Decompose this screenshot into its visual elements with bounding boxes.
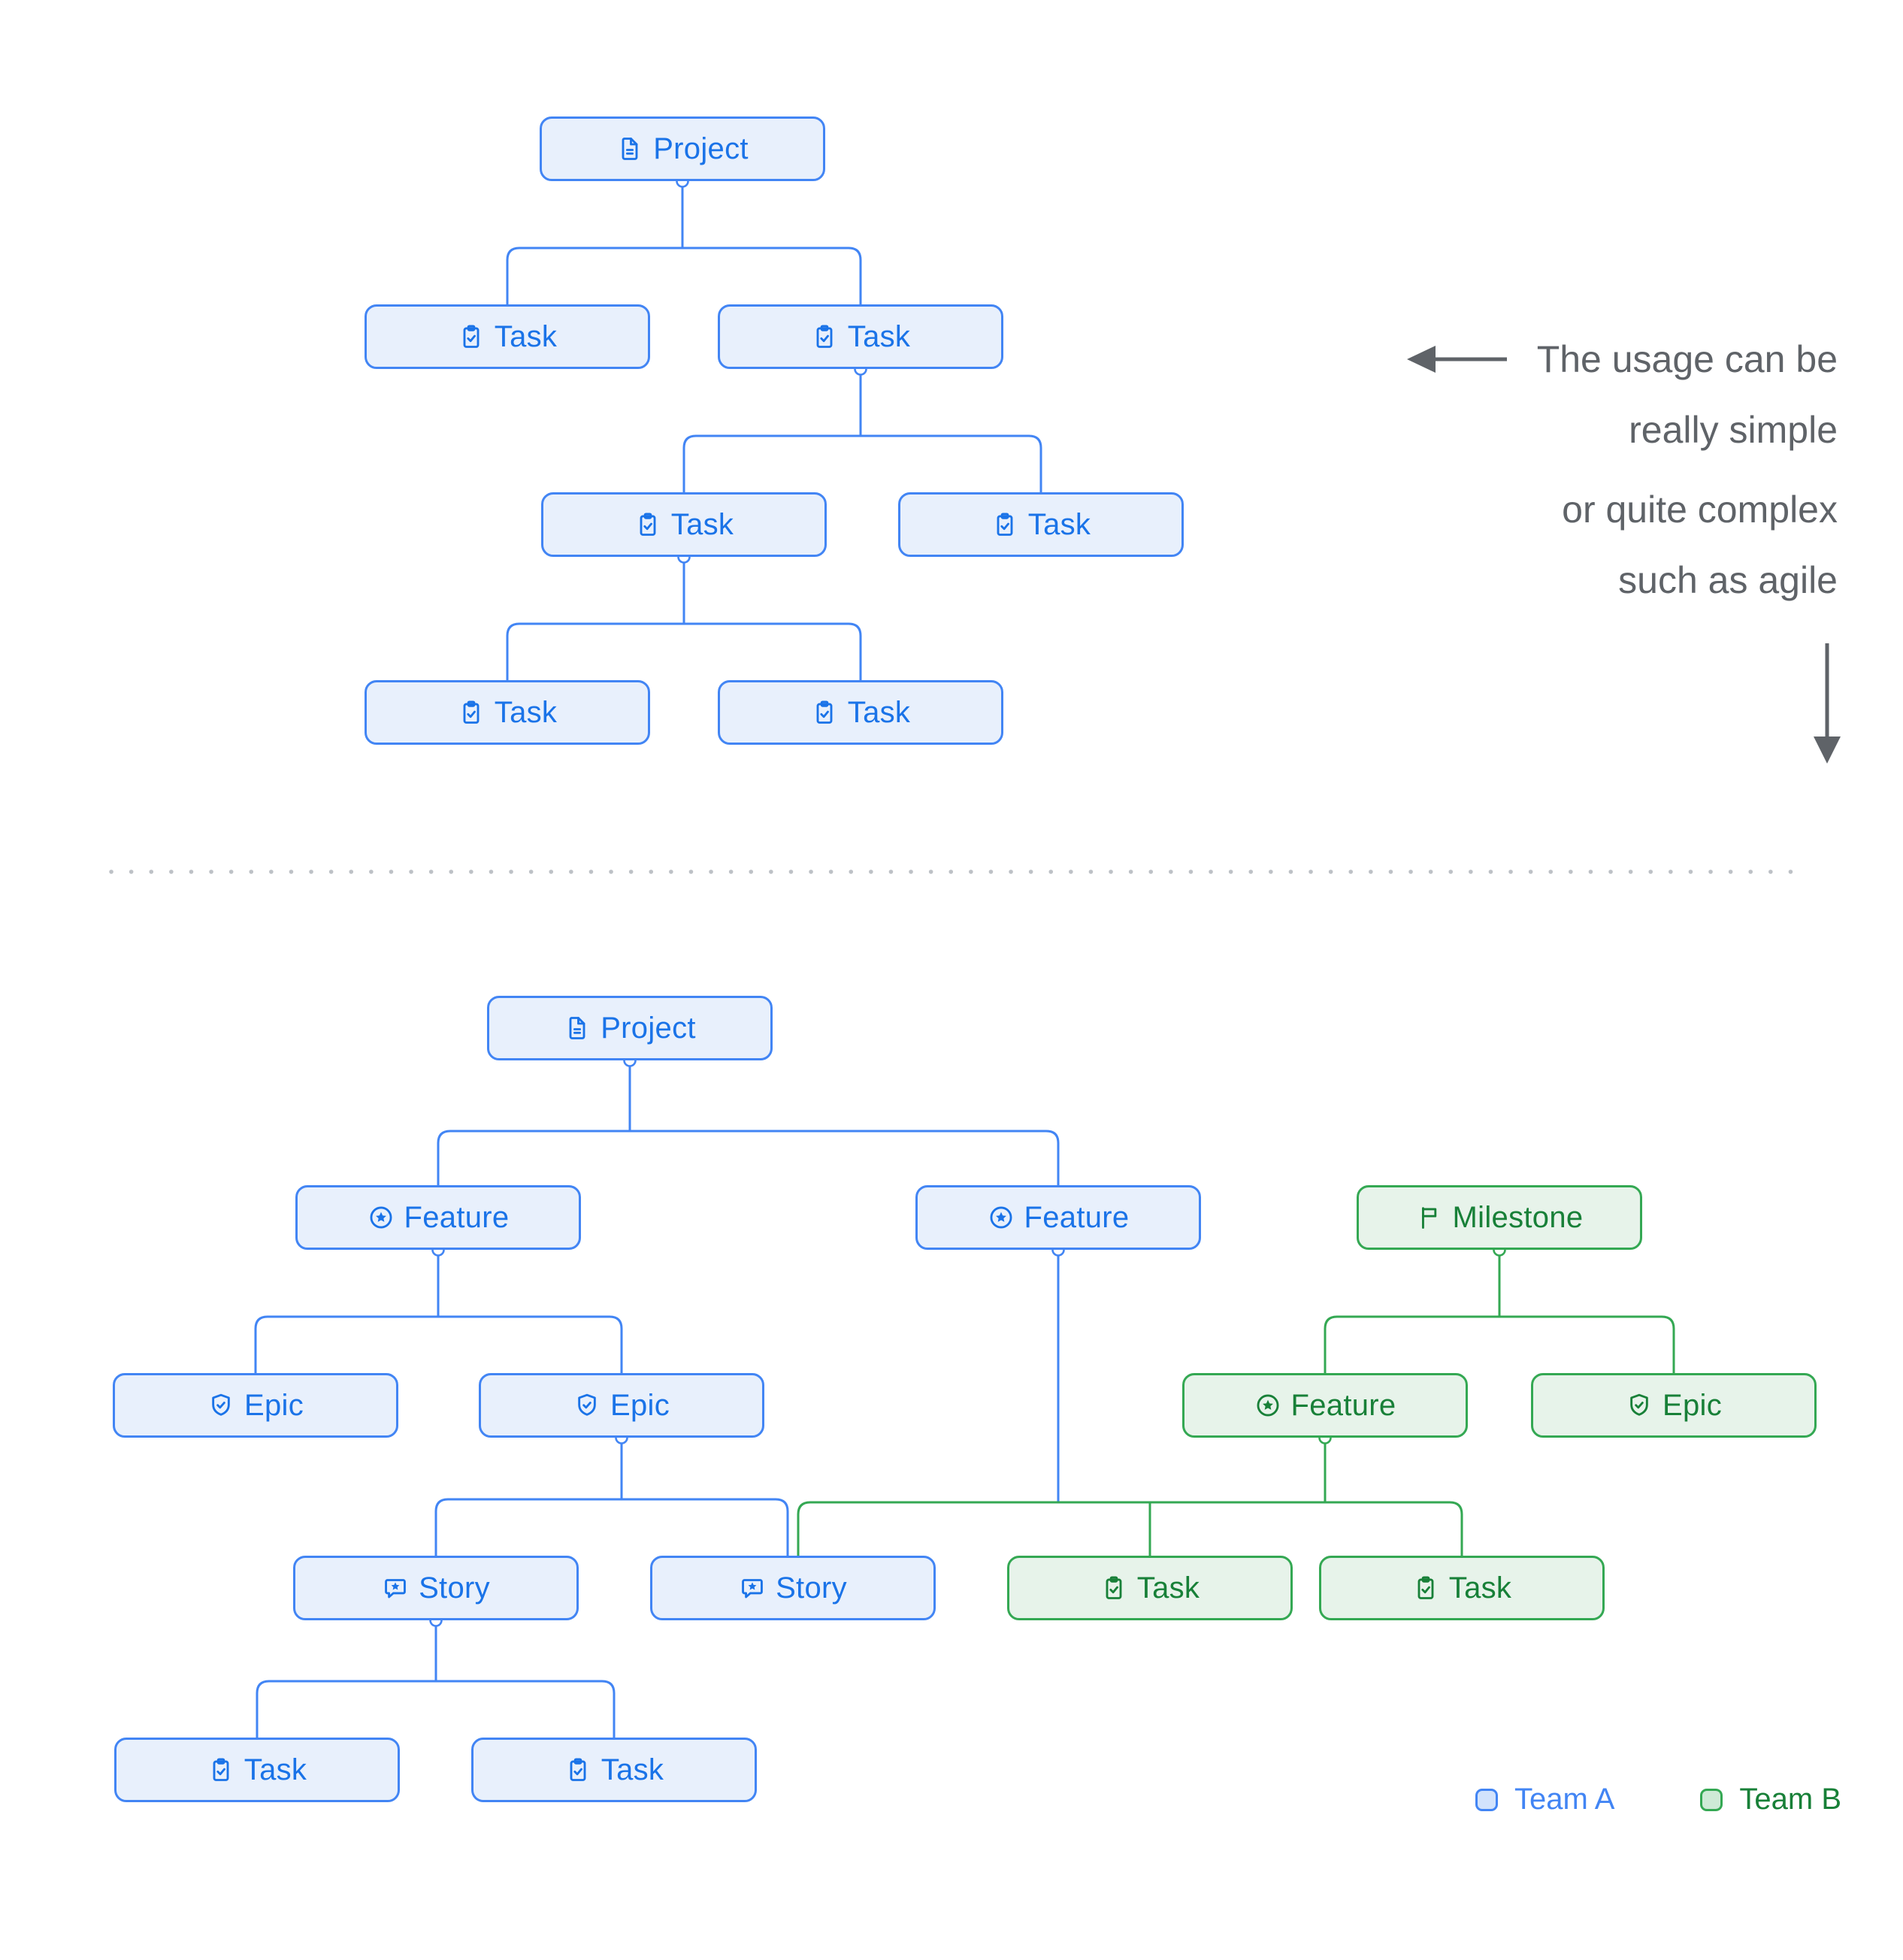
- epic-icon: [578, 1393, 596, 1416]
- node-label: Task: [670, 507, 734, 541]
- task-icon: [570, 1758, 586, 1781]
- annotation-simple: The usage can be really simple: [1537, 324, 1838, 465]
- node-task[interactable]: Task: [365, 680, 650, 745]
- task-icon: [1417, 1576, 1434, 1599]
- task-icon: [816, 700, 833, 724]
- story-icon: [742, 1579, 763, 1599]
- team-a-swatch: [1475, 1788, 1498, 1811]
- node-label: Task: [847, 695, 911, 729]
- document-icon: [622, 138, 638, 160]
- node-label: Feature: [1024, 1200, 1130, 1234]
- document-icon: [569, 1017, 585, 1039]
- node-label: Feature: [1290, 1388, 1396, 1422]
- node-task[interactable]: Task: [541, 492, 827, 557]
- node-label: Milestone: [1452, 1200, 1584, 1234]
- down-arrow-icon: [1814, 643, 1841, 764]
- epic-icon: [1630, 1393, 1648, 1416]
- team-b-label: Team B: [1739, 1783, 1842, 1816]
- node-task[interactable]: Task: [471, 1738, 757, 1802]
- node-label: Story: [419, 1571, 490, 1605]
- simple-tree-connectors: [506, 181, 1042, 680]
- milestone-icon: [1421, 1207, 1436, 1229]
- node-task[interactable]: Task: [718, 680, 1003, 745]
- legend: Team A Team B: [1475, 1783, 1841, 1816]
- node-label: Task: [1136, 1571, 1200, 1605]
- node-story[interactable]: Story: [650, 1556, 936, 1620]
- node-label: Project: [601, 1011, 696, 1045]
- node-task[interactable]: Task: [365, 304, 650, 369]
- annotation-complex: or quite complex such as agile: [1562, 474, 1838, 616]
- node-epic[interactable]: Epic: [113, 1373, 398, 1438]
- node-task[interactable]: Task: [718, 304, 1003, 369]
- annotation-line: or quite complex: [1562, 488, 1838, 531]
- node-label: Task: [494, 695, 558, 729]
- node-label: Epic: [1662, 1388, 1722, 1422]
- node-feature[interactable]: Feature: [295, 1185, 581, 1250]
- node-task[interactable]: Task: [1007, 1556, 1293, 1620]
- node-label: Feature: [404, 1200, 510, 1234]
- feature-icon: [1257, 1394, 1278, 1417]
- node-milestone[interactable]: Milestone: [1357, 1185, 1642, 1250]
- task-icon: [640, 513, 656, 536]
- node-label: Story: [776, 1571, 847, 1605]
- task-icon: [997, 513, 1013, 536]
- node-project[interactable]: Project: [487, 996, 773, 1060]
- complex-tree-connectors-team-b: [797, 1250, 1675, 1556]
- node-epic[interactable]: Epic: [479, 1373, 764, 1438]
- left-arrow-icon: [1407, 346, 1507, 373]
- node-label: Task: [1448, 1571, 1512, 1605]
- task-icon: [213, 1758, 229, 1781]
- team-a-label: Team A: [1514, 1783, 1615, 1816]
- epic-icon: [212, 1393, 230, 1416]
- feature-icon: [370, 1206, 392, 1229]
- story-icon: [385, 1579, 406, 1599]
- node-project[interactable]: Project: [540, 116, 825, 181]
- annotation-line: The usage can be: [1536, 338, 1838, 380]
- node-task[interactable]: Task: [1319, 1556, 1605, 1620]
- node-label: Task: [494, 319, 558, 353]
- node-task[interactable]: Task: [114, 1738, 400, 1802]
- node-label: Epic: [610, 1388, 670, 1422]
- complex-tree-connectors-team-a: [254, 1060, 1060, 1738]
- node-story[interactable]: Story: [293, 1556, 579, 1620]
- node-task[interactable]: Task: [898, 492, 1184, 557]
- task-icon: [1106, 1576, 1122, 1599]
- team-b-swatch: [1700, 1788, 1723, 1811]
- node-label: Task: [244, 1753, 307, 1786]
- node-label: Task: [601, 1753, 664, 1786]
- task-icon: [816, 325, 833, 348]
- task-icon: [463, 700, 480, 724]
- node-epic[interactable]: Epic: [1531, 1373, 1817, 1438]
- annotation-line: really simple: [1629, 409, 1838, 451]
- annotation-line: such as agile: [1618, 559, 1838, 601]
- node-label: Project: [653, 132, 749, 165]
- node-label: Task: [1027, 507, 1091, 541]
- node-label: Task: [847, 319, 911, 353]
- node-feature[interactable]: Feature: [1182, 1373, 1468, 1438]
- feature-icon: [990, 1206, 1012, 1229]
- node-label: Epic: [244, 1388, 304, 1422]
- node-feature[interactable]: Feature: [915, 1185, 1201, 1250]
- task-icon: [463, 325, 480, 348]
